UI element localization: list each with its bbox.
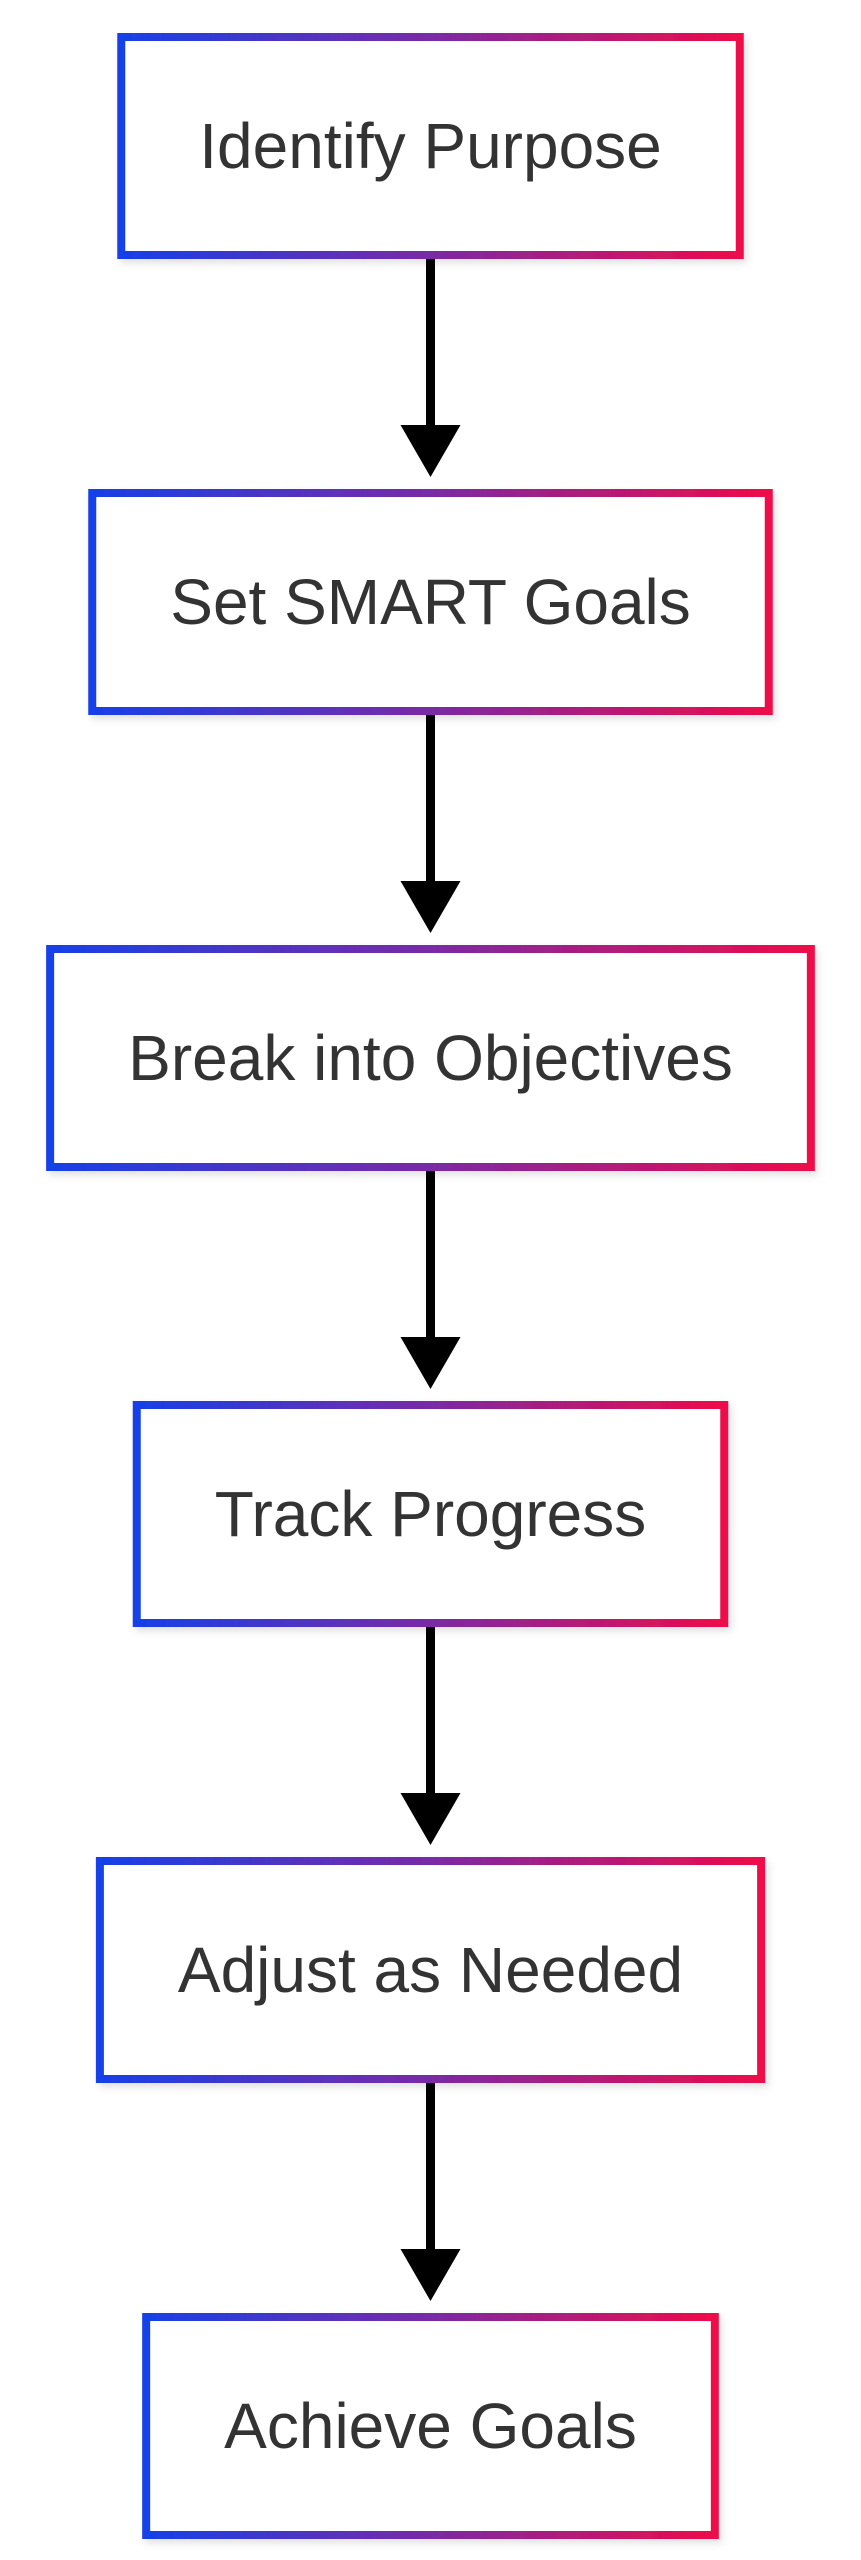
node-label: Adjust as Needed	[178, 1934, 683, 2006]
flow-arrow-track-progress-to-adjust-as-needed	[400, 1627, 461, 1845]
node-box	[142, 2313, 719, 2539]
flow-node-track-progress: Track Progress	[132, 1401, 729, 1627]
arrow-head	[400, 1337, 461, 1389]
arrow-head	[400, 881, 461, 933]
node-box	[88, 489, 773, 715]
node-box	[95, 1857, 766, 2083]
flow-node-break-into-objectives: Break into Objectives	[46, 945, 815, 1171]
node-box	[117, 33, 744, 259]
flow-node-set-smart-goals: Set SMART Goals	[88, 489, 773, 715]
node-box	[132, 1401, 729, 1627]
flow-node-achieve-goals: Achieve Goals	[142, 2313, 719, 2539]
node-box	[46, 945, 815, 1171]
node-label: Track Progress	[215, 1478, 647, 1550]
flow-arrow-identify-purpose-to-set-smart-goals	[400, 259, 461, 477]
arrow-head	[400, 1793, 461, 1845]
node-label: Break into Objectives	[128, 1022, 733, 1094]
arrow-head	[400, 2249, 461, 2301]
arrow-head	[400, 425, 461, 477]
node-label: Set SMART Goals	[170, 566, 691, 638]
flow-node-identify-purpose: Identify Purpose	[117, 33, 744, 259]
flow-arrow-break-into-objectives-to-track-progress	[400, 1171, 461, 1389]
flow-arrow-adjust-as-needed-to-achieve-goals	[400, 2083, 461, 2301]
flow-node-adjust-as-needed: Adjust as Needed	[95, 1857, 766, 2083]
node-label: Achieve Goals	[224, 2390, 637, 2462]
edges-layer	[400, 259, 461, 2301]
node-label: Identify Purpose	[199, 110, 662, 182]
flow-arrow-set-smart-goals-to-break-into-objectives	[400, 715, 461, 933]
